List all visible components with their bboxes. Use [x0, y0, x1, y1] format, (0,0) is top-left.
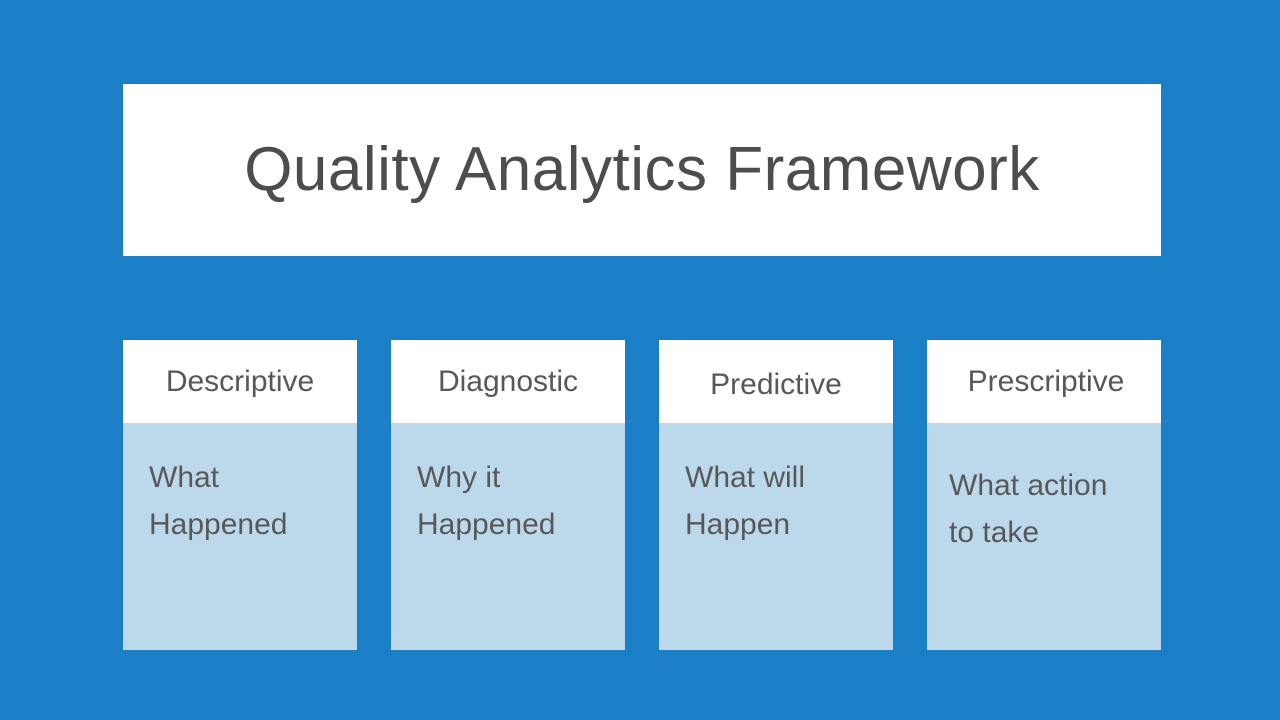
card-body-diagnostic: Why it Happened — [391, 423, 625, 650]
card-predictive[interactable]: Predictive What will Happen — [659, 340, 893, 650]
card-header-descriptive: Descriptive — [123, 340, 357, 423]
card-description-prescriptive: What action to take — [949, 469, 1108, 549]
page-title: Quality Analytics Framework — [244, 135, 1040, 204]
analytics-cards-row: Descriptive What Happened Diagnostic Why… — [123, 340, 1161, 650]
card-descriptive[interactable]: Descriptive What Happened — [123, 340, 357, 650]
card-title-predictive: Predictive — [710, 367, 842, 401]
card-header-predictive: Predictive — [659, 340, 893, 423]
card-body-predictive: What will Happen — [659, 423, 893, 650]
title-banner: Quality Analytics Framework — [123, 84, 1161, 256]
card-prescriptive[interactable]: Prescriptive What action to take — [927, 340, 1161, 650]
card-description-descriptive: What Happened — [149, 461, 288, 541]
card-title-diagnostic: Diagnostic — [437, 364, 579, 398]
card-description-predictive: What will Happen — [685, 461, 806, 541]
card-title-prescriptive: Prescriptive — [967, 364, 1125, 398]
card-header-prescriptive: Prescriptive — [927, 340, 1161, 423]
card-body-prescriptive: What action to take — [927, 423, 1161, 650]
card-body-descriptive: What Happened — [123, 423, 357, 650]
card-header-diagnostic: Diagnostic — [391, 340, 625, 423]
card-title-descriptive: Descriptive — [165, 364, 315, 398]
card-description-diagnostic: Why it Happened — [417, 461, 556, 541]
card-diagnostic[interactable]: Diagnostic Why it Happened — [391, 340, 625, 650]
